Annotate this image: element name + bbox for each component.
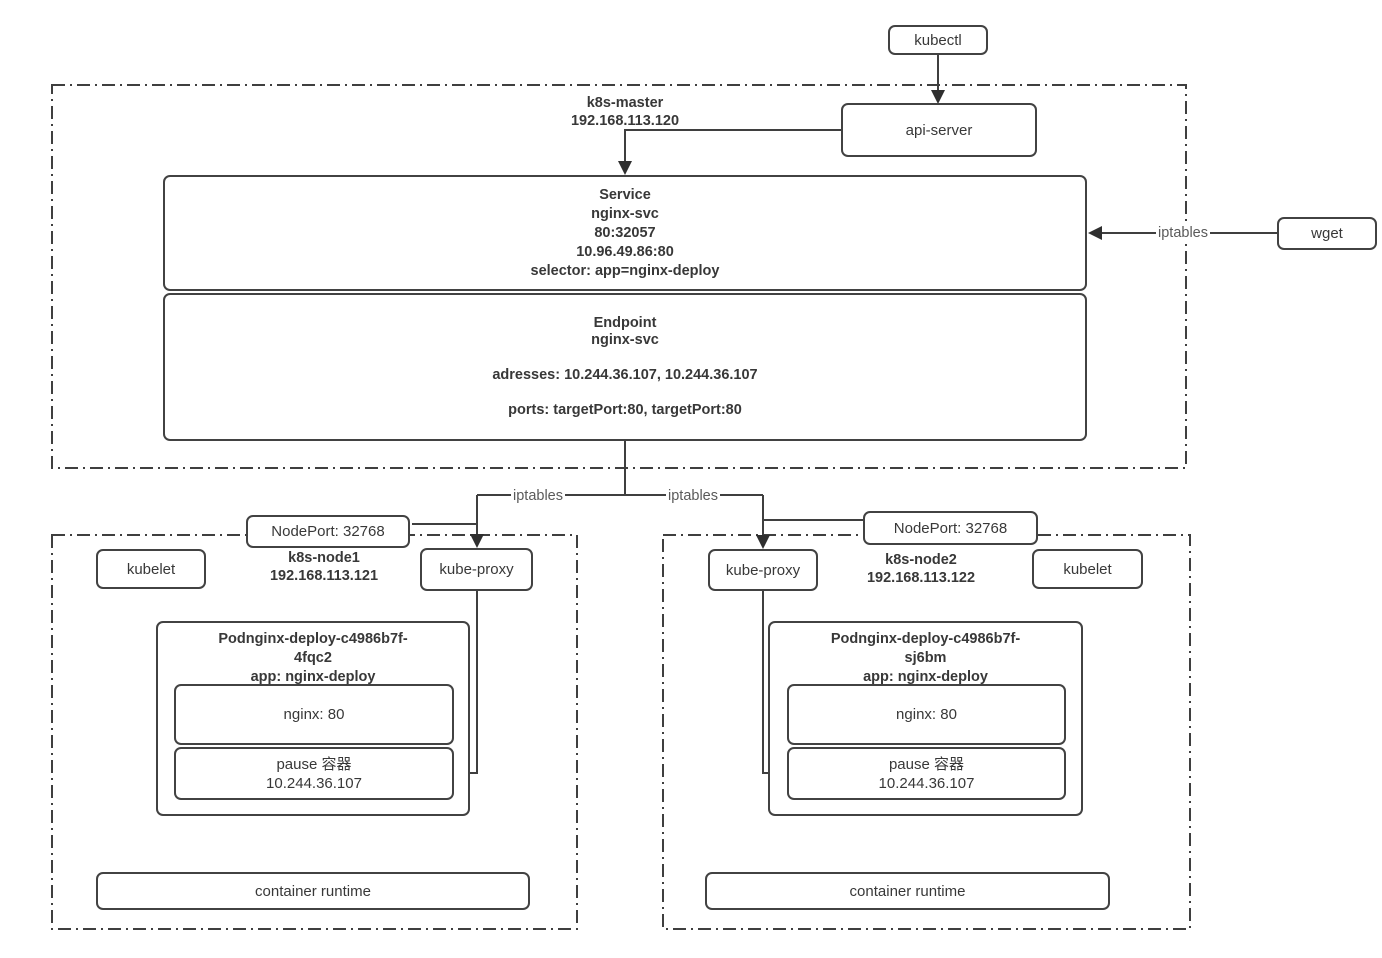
endpoint-box: Endpoint nginx-svc adresses: 10.244.36.1… [163,293,1087,441]
node1-kube-proxy-box: kube-proxy [420,548,533,591]
iptables-label-wget: iptables [1156,225,1210,241]
api-server-box: api-server [841,103,1037,157]
node1-container-runtime-box: container runtime [96,872,530,910]
arrowhead-kubeproxy1 [470,534,484,548]
master-dashed-border [51,84,1187,469]
arrowhead-kubeproxy2 [756,535,770,549]
nodeport2-box: NodePort: 32768 [863,511,1038,545]
node1-pause-container-box: pause 容器 10.244.36.107 [174,747,454,800]
service-box: Service nginx-svc 80:32057 10.96.49.86:8… [163,175,1087,291]
iptables-label-node2: iptables [666,488,720,504]
wget-box: wget [1277,217,1377,250]
node1-nginx-container-box: nginx: 80 [174,684,454,745]
node1-title: k8s-node1 192.168.113.121 [269,550,379,584]
node2-kubelet-box: kubelet [1032,549,1143,589]
node1-pod-title: Podnginx-deploy-c4986b7f- 4fqc2 app: ngi… [218,631,408,685]
node2-pause-container-box: pause 容器 10.244.36.107 [787,747,1066,800]
arrowhead-apiserver [931,90,945,104]
nodeport1-box: NodePort: 32768 [246,515,410,548]
arrowhead-wget-service [1088,226,1102,240]
iptables-label-node1: iptables [511,488,565,504]
node2-title: k8s-node2 192.168.113.122 [866,552,976,586]
node1-kubelet-box: kubelet [96,549,206,589]
edge-endpoint-branch [476,441,764,540]
arrowhead-service [618,161,632,175]
node2-pod-title: Podnginx-deploy-c4986b7f- sj6bm app: ngi… [830,631,1021,685]
master-title: k8s-master 192.168.113.120 [570,95,680,129]
node2-dashed-border [662,534,1191,930]
node2-nginx-container-box: nginx: 80 [787,684,1066,745]
edge-apiserver-service [624,129,841,166]
node2-kube-proxy-box: kube-proxy [708,549,818,591]
kubectl-box: kubectl [888,25,988,55]
node2-container-runtime-box: container runtime [705,872,1110,910]
